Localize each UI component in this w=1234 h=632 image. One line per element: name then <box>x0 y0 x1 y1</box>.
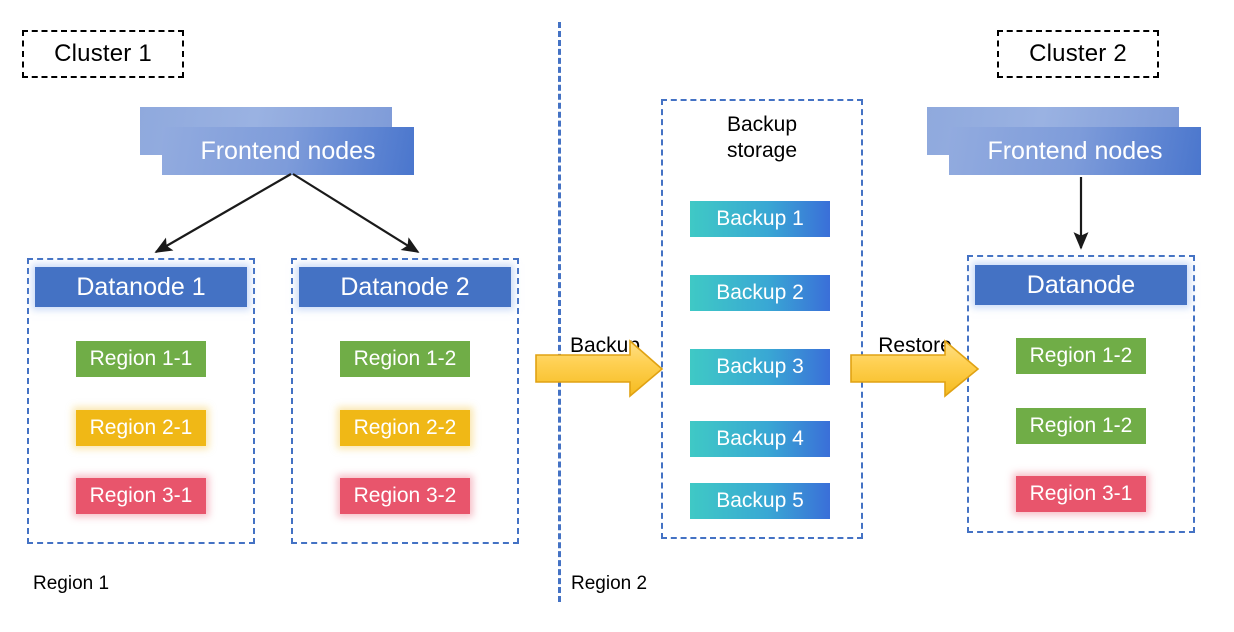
region-chip-3-2[interactable]: Region 3-2 <box>340 478 470 514</box>
region-chip-1-1-label: Region 1-1 <box>89 347 193 370</box>
region-chip-2-2[interactable]: Region 2-2 <box>340 410 470 446</box>
backup-chip-5-label: Backup 5 <box>716 489 804 512</box>
backup-storage-title: Backup storage <box>726 113 798 163</box>
region-chip-restored-2-label: Region 1-2 <box>1029 414 1133 437</box>
region-chip-2-1[interactable]: Region 2-1 <box>76 410 206 446</box>
datanode-restored[interactable]: Datanode <box>975 265 1187 305</box>
backup-chip-5[interactable]: Backup 5 <box>690 483 830 519</box>
datanode-restored-label: Datanode <box>1026 270 1136 299</box>
cluster-2-tag: Cluster 2 <box>997 30 1159 78</box>
backup-chip-1[interactable]: Backup 1 <box>690 201 830 237</box>
region-chip-restored-1[interactable]: Region 1-2 <box>1016 338 1146 374</box>
region-divider <box>558 22 561 602</box>
backup-chip-3-label: Backup 3 <box>716 355 804 378</box>
region-chip-1-2-label: Region 1-2 <box>353 347 457 370</box>
datanode-2-group <box>291 258 519 544</box>
region-chip-1-1[interactable]: Region 1-1 <box>76 341 206 377</box>
datanode-1-label: Datanode 1 <box>76 272 206 301</box>
region-chip-3-1-label: Region 3-1 <box>89 484 193 507</box>
connector-frontend-to-datanode-2 <box>292 173 420 253</box>
backup-chip-4-label: Backup 4 <box>716 427 804 450</box>
connector-frontend-to-datanode-1 <box>154 173 292 253</box>
region-chip-restored-3[interactable]: Region 3-1 <box>1016 476 1146 512</box>
backup-chip-2-label: Backup 2 <box>716 281 804 304</box>
region-chip-3-1[interactable]: Region 3-1 <box>76 478 206 514</box>
backup-chip-4[interactable]: Backup 4 <box>690 421 830 457</box>
backup-chip-3[interactable]: Backup 3 <box>690 349 830 385</box>
frontend-nodes-label-1: Frontend nodes <box>200 136 376 165</box>
region-chip-1-2[interactable]: Region 1-2 <box>340 341 470 377</box>
region-2-bottom-label: Region 2 <box>571 573 648 594</box>
region-chip-3-2-label: Region 3-2 <box>353 484 457 507</box>
cluster-1-tag: Cluster 1 <box>22 30 184 78</box>
restore-arrow-label: Restore <box>878 334 952 357</box>
datanode-1[interactable]: Datanode 1 <box>35 267 247 307</box>
backup-arrow-label: Backup <box>569 334 641 357</box>
region-chip-2-2-label: Region 2-2 <box>353 416 457 439</box>
cluster-2-tag-label: Cluster 2 <box>1029 40 1127 67</box>
backup-chip-1-label: Backup 1 <box>716 207 804 230</box>
region-chip-restored-2[interactable]: Region 1-2 <box>1016 408 1146 444</box>
frontend-nodes-card-2: Frontend nodes <box>949 127 1201 175</box>
region-1-bottom-label: Region 1 <box>33 573 110 594</box>
region-chip-restored-3-label: Region 3-1 <box>1029 482 1133 505</box>
frontend-nodes-card-1: Frontend nodes <box>162 127 414 175</box>
datanode-2-label: Datanode 2 <box>340 272 470 301</box>
frontend-nodes-label-2: Frontend nodes <box>987 136 1163 165</box>
frontend-nodes-cluster-2[interactable]: Frontend nodes <box>927 107 1207 177</box>
cluster-1-tag-label: Cluster 1 <box>54 40 152 67</box>
backup-storage-group <box>661 99 863 539</box>
datanode-1-group <box>27 258 255 544</box>
backup-chip-2[interactable]: Backup 2 <box>690 275 830 311</box>
region-chip-restored-1-label: Region 1-2 <box>1029 344 1133 367</box>
region-chip-2-1-label: Region 2-1 <box>89 416 193 439</box>
datanode-2[interactable]: Datanode 2 <box>299 267 511 307</box>
frontend-nodes-cluster-1[interactable]: Frontend nodes <box>140 107 420 177</box>
